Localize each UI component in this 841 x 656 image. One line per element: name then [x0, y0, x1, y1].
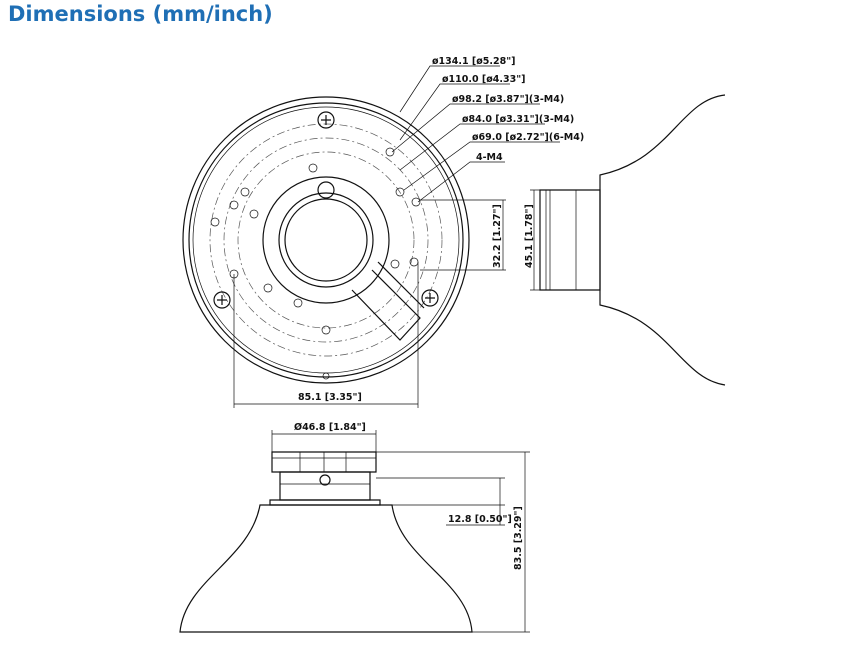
width-85-label: 85.1 [3.35"]: [298, 392, 362, 403]
top-view: ø134.1 [ø5.28"] ø110.0 [ø4.33"] ø98.2 [ø…: [182, 56, 584, 408]
screw-icon: [317, 111, 335, 129]
screw-icon: [213, 291, 231, 309]
diameter-46-label: Ø46.8 [1.84"]: [294, 422, 366, 433]
diameter-134-label: ø134.1 [ø5.28"]: [432, 56, 515, 67]
height-12-label: 12.8 [0.50"]: [448, 514, 512, 525]
diameter-69-label: ø69.0 [ø2.72"](6-M4): [472, 132, 584, 143]
height-45-label: 45.1 [1.78"]: [524, 204, 535, 268]
diameter-98-label: ø98.2 [ø3.87"](3-M4): [452, 94, 564, 105]
side-view-right: 45.1 [1.78"]: [524, 94, 726, 386]
height-32-label: 32.2 [1.27"]: [492, 204, 503, 268]
m4-label: 4-M4: [476, 152, 503, 163]
diameter-84-label: ø84.0 [ø3.31"](3-M4): [462, 114, 574, 125]
diameter-110-label: ø110.0 [ø4.33"]: [442, 74, 525, 85]
height-83-label: 83.5 [3.29"]: [513, 506, 524, 570]
side-view-bottom: Ø46.8 [1.84"] 12.8 [0.50"] 83.5 [3.29"]: [179, 422, 530, 633]
screw-icon: [421, 289, 439, 307]
page-title: Dimensions (mm/inch): [8, 2, 273, 26]
